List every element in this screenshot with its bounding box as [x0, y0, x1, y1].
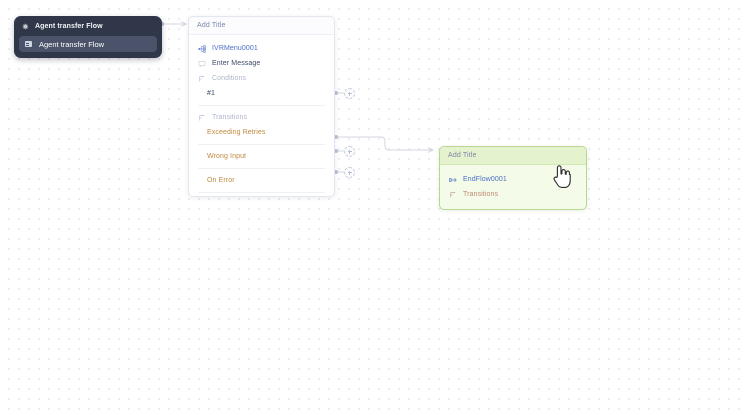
- agent-panel-item-agent-transfer-flow[interactable]: Agent transfer Flow: [19, 36, 157, 52]
- agent-panel-item-label: Agent transfer Flow: [39, 39, 105, 49]
- message-icon: [198, 60, 206, 67]
- ivr-message-label: Enter Message: [212, 60, 261, 67]
- end-flow-node-card[interactable]: Add Title EndFlow0001 Transitions: [439, 146, 587, 210]
- ivr-transition-item-label: Wrong Input: [207, 153, 247, 160]
- ivr-transition-item-label: Exceeding Retries: [207, 129, 266, 136]
- ivr-transition-port-on-error[interactable]: [334, 170, 338, 174]
- ivr-transitions-label: Transitions: [212, 114, 248, 121]
- end-flow-node-row[interactable]: EndFlow0001: [440, 172, 586, 187]
- ivr-transition-item[interactable]: Exceeding Retries: [189, 125, 334, 140]
- ivr-conditions-header: Conditions: [189, 71, 334, 86]
- ivr-conditions-label: Conditions: [212, 75, 247, 82]
- agent-transfer-flow-panel[interactable]: Agent transfer Flow Agent transfer Flow: [14, 16, 162, 58]
- end-flow-icon: [449, 177, 457, 182]
- agent-panel-title: Agent transfer Flow: [35, 23, 103, 30]
- ivr-transition-item[interactable]: Wrong Input: [189, 149, 334, 164]
- ivr-node-label: IVRMenu0001: [212, 45, 258, 52]
- ivr-condition-item-label: #1: [207, 90, 215, 97]
- list-icon: [25, 41, 32, 47]
- ivr-card-body: IVRMenu0001 Enter Message Conditions #1: [189, 35, 334, 193]
- gear-icon: [22, 23, 29, 30]
- end-transitions-label: Transitions: [463, 191, 499, 198]
- agent-output-port[interactable]: [160, 22, 164, 26]
- ivr-divider-transition-1: [198, 144, 325, 145]
- end-card-title[interactable]: Add Title: [448, 152, 477, 159]
- ivr-card-header[interactable]: Add Title: [189, 17, 334, 35]
- end-transitions-header: Transitions: [440, 187, 586, 202]
- end-card-header[interactable]: Add Title: [440, 147, 586, 165]
- ivr-condition-port-1[interactable]: [334, 91, 338, 95]
- ivr-node-row[interactable]: IVRMenu0001: [189, 41, 334, 56]
- branch-icon: [199, 75, 205, 81]
- ivr-divider-conditions: [198, 105, 325, 106]
- add-node-handle-condition-1[interactable]: [344, 88, 355, 99]
- ivr-transition-item[interactable]: On Error: [189, 173, 334, 188]
- branch-icon: [450, 191, 456, 197]
- ivr-transition-port-exceeding-retries[interactable]: [334, 135, 338, 139]
- ivr-transition-port-wrong-input[interactable]: [334, 149, 338, 153]
- agent-panel-header: Agent transfer Flow: [14, 18, 162, 35]
- ivr-menu-node-card[interactable]: Add Title IVRMenu0001 Enter Message: [188, 16, 335, 197]
- end-card-body: EndFlow0001 Transitions: [440, 165, 586, 202]
- end-flow-node-label: EndFlow0001: [463, 176, 507, 183]
- ivr-divider-transition-2: [198, 168, 325, 169]
- ivr-transition-item-label: On Error: [207, 177, 235, 184]
- ivr-menu-icon: [198, 45, 206, 52]
- ivr-condition-item[interactable]: #1: [189, 86, 334, 101]
- add-node-handle-wrong-input[interactable]: [344, 146, 355, 157]
- ivr-card-title[interactable]: Add Title: [197, 22, 226, 29]
- ivr-divider-transition-3: [198, 192, 325, 193]
- branch-icon: [199, 114, 205, 120]
- ivr-transitions-header: Transitions: [189, 110, 334, 125]
- ivr-message-row[interactable]: Enter Message: [189, 56, 334, 71]
- add-node-handle-on-error[interactable]: [344, 167, 355, 178]
